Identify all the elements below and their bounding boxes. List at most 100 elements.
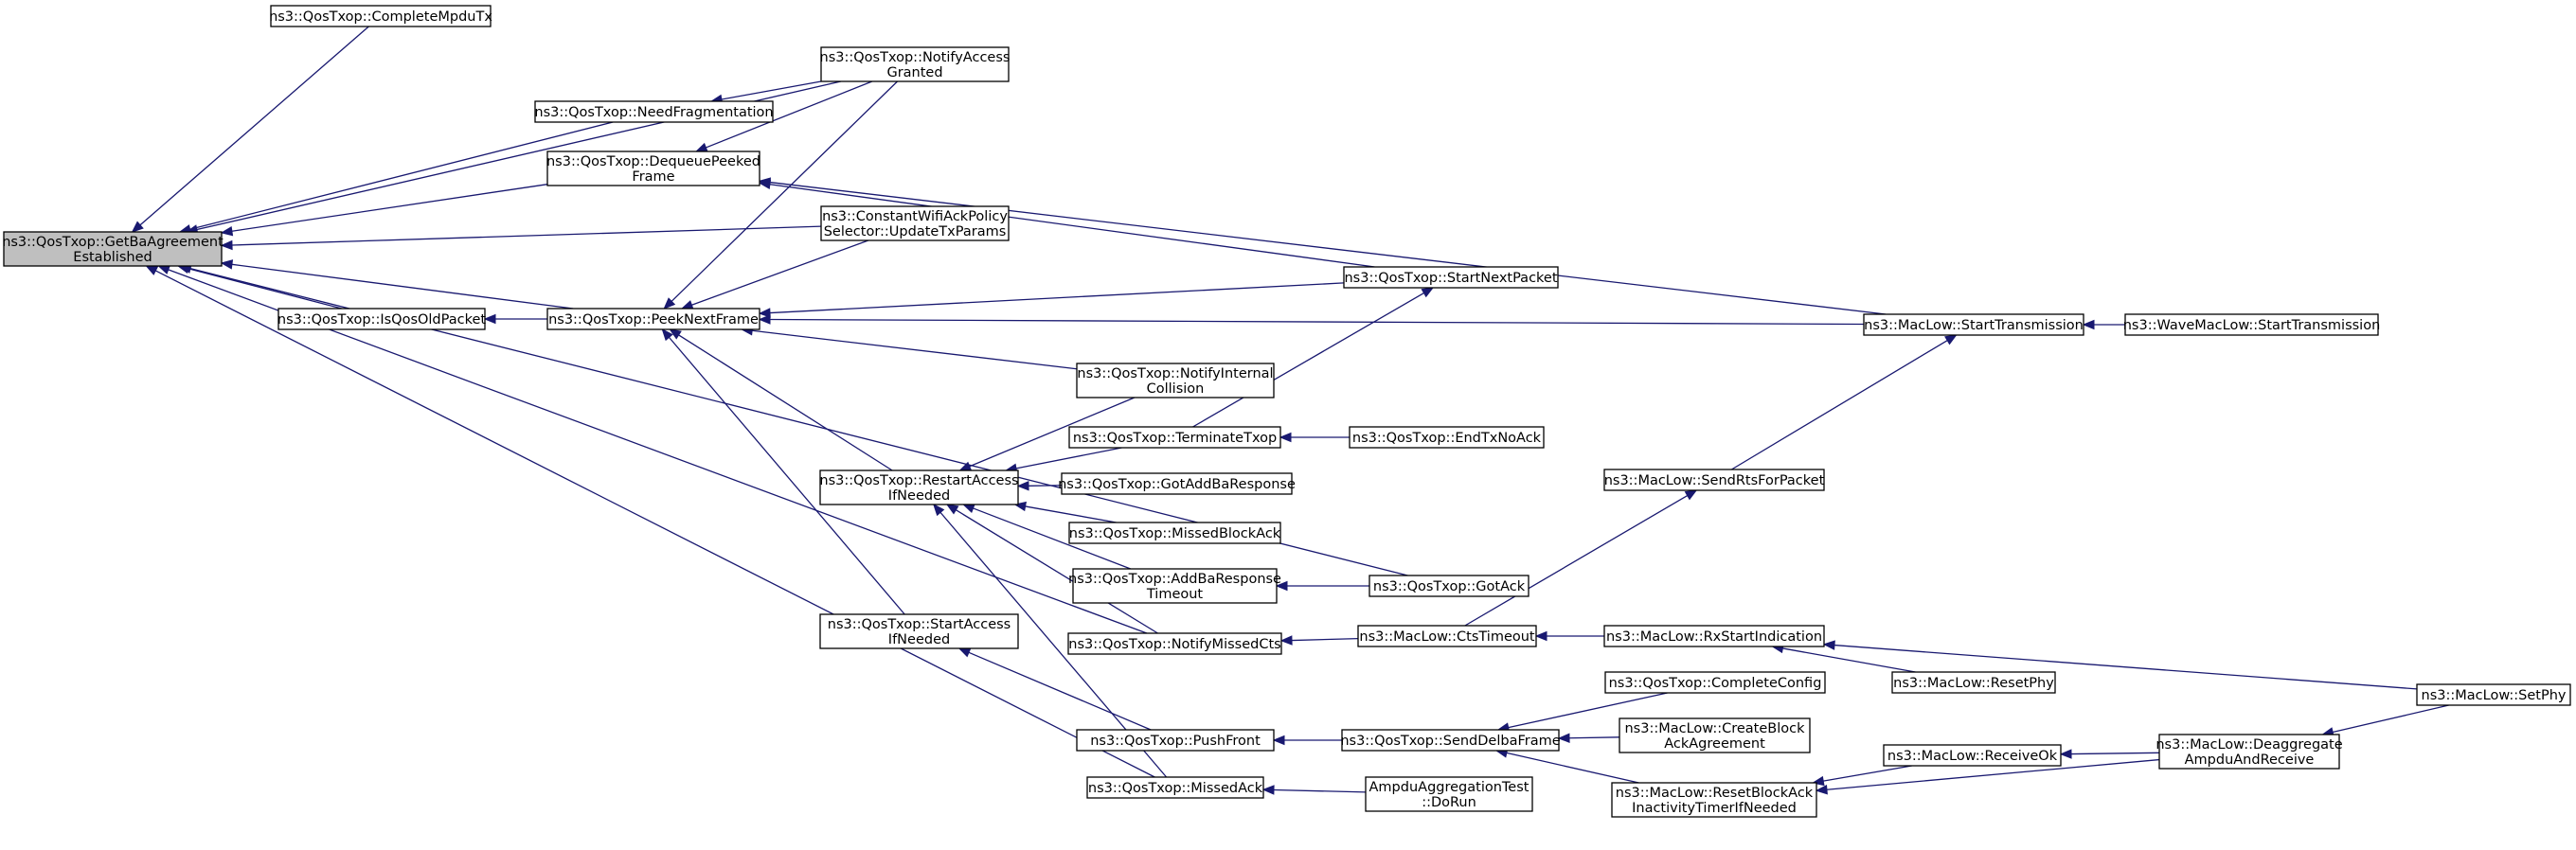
edge-pushfront-to-startaccess bbox=[957, 647, 1152, 731]
edge-line bbox=[752, 329, 1078, 370]
arrowhead-icon bbox=[2059, 749, 2072, 759]
node-peeknext[interactable]: ns3::QosTxop::PeekNextFrame bbox=[546, 308, 760, 330]
node-missedblockack[interactable]: ns3::QosTxop::MissedBlockAck bbox=[1068, 522, 1281, 544]
node-endtxnoack[interactable]: ns3::QosTxop::EndTxNoAck bbox=[1349, 426, 1545, 449]
node-gotack[interactable]: ns3::QosTxop::GotAck bbox=[1368, 575, 1530, 597]
arrowhead-icon bbox=[680, 300, 694, 310]
edge-peeknext-to-getba bbox=[220, 259, 574, 310]
node-box[interactable] bbox=[1343, 266, 1559, 289]
node-wavestarttx[interactable]: ns3::WaveMacLow::StartTransmission bbox=[2123, 313, 2381, 336]
node-box[interactable] bbox=[1076, 363, 1275, 398]
node-startnextpacket[interactable]: ns3::QosTxop::StartNextPacket bbox=[1343, 266, 1559, 289]
node-box[interactable] bbox=[3, 231, 223, 267]
node-label: ns3::QosTxop::NotifyInternal bbox=[1077, 366, 1273, 381]
node-resetblockack[interactable]: ns3::MacLow::ResetBlockAckInactivityTime… bbox=[1611, 782, 1817, 818]
node-box[interactable] bbox=[1611, 782, 1817, 818]
node-terminatetxop[interactable]: ns3::QosTxop::TerminateTxop bbox=[1068, 426, 1281, 449]
node-box[interactable] bbox=[1365, 776, 1533, 812]
edge-startnextpacket-to-peeknext bbox=[758, 282, 1345, 318]
nodes-layer: ns3::QosTxop::GetBaAgreementEstablishedn… bbox=[2, 5, 2571, 818]
edge-line bbox=[189, 121, 614, 230]
node-box[interactable] bbox=[1068, 426, 1281, 449]
node-box[interactable] bbox=[277, 308, 486, 330]
edge-ctstimeout-to-notifymissedcts bbox=[1279, 635, 1359, 646]
arrowhead-icon bbox=[1275, 580, 1288, 592]
node-box[interactable] bbox=[1068, 522, 1281, 544]
node-box[interactable] bbox=[1061, 472, 1293, 495]
node-box[interactable] bbox=[1067, 632, 1282, 655]
node-sendrts[interactable]: ns3::MacLow::SendRtsForPacket bbox=[1603, 469, 1825, 491]
node-label: ns3::QosTxop::EndTxNoAck bbox=[1352, 431, 1542, 446]
edge-notifyinternal-to-peeknext bbox=[740, 326, 1078, 370]
node-label: ns3::MacLow::CreateBlock bbox=[1624, 721, 1805, 736]
node-box[interactable] bbox=[1357, 625, 1537, 647]
node-box[interactable] bbox=[1072, 568, 1278, 604]
node-pushfront[interactable]: ns3::QosTxop::PushFront bbox=[1076, 729, 1275, 752]
node-box[interactable] bbox=[820, 46, 1010, 82]
node-box[interactable] bbox=[1086, 776, 1264, 799]
node-notifymissedcts[interactable]: ns3::QosTxop::NotifyMissedCts bbox=[1067, 632, 1282, 655]
edge-resetphy-to-rxstart bbox=[1771, 643, 1916, 673]
node-starttransmission[interactable]: ns3::MacLow::StartTransmission bbox=[1863, 313, 2084, 336]
node-completeconfig[interactable]: ns3::QosTxop::CompleteConfig bbox=[1604, 671, 1826, 694]
edge-line bbox=[721, 80, 822, 100]
node-label: ns3::QosTxop::RestartAccess bbox=[819, 473, 1018, 488]
edge-rxstart-to-ctstimeout bbox=[1534, 630, 1604, 642]
edge-missedack-to-getba bbox=[145, 265, 1155, 778]
node-missedack[interactable]: ns3::QosTxop::MissedAck bbox=[1086, 776, 1264, 799]
node-setphy[interactable]: ns3::MacLow::SetPhy bbox=[2416, 683, 2571, 706]
node-box[interactable] bbox=[1863, 313, 2084, 336]
node-box[interactable] bbox=[546, 308, 760, 330]
node-constantwifi[interactable]: ns3::ConstantWifiAckPolicySelector::Upda… bbox=[820, 205, 1010, 241]
edge-gotaddba-to-restartaccess bbox=[1016, 481, 1063, 491]
node-box[interactable] bbox=[2124, 313, 2379, 336]
node-box[interactable] bbox=[534, 100, 774, 123]
node-box[interactable] bbox=[1341, 729, 1560, 752]
node-box[interactable] bbox=[1349, 426, 1545, 449]
node-receiveok[interactable]: ns3::MacLow::ReceiveOk bbox=[1883, 744, 2062, 767]
node-box[interactable] bbox=[1619, 717, 1811, 753]
node-box[interactable] bbox=[1368, 575, 1530, 597]
node-completempdutx[interactable]: ns3::QosTxop::CompleteMpduTx bbox=[269, 5, 492, 27]
arrowhead-icon bbox=[758, 179, 772, 190]
node-box[interactable] bbox=[820, 205, 1010, 241]
node-isqosold[interactable]: ns3::QosTxop::IsQosOldPacket bbox=[277, 308, 486, 330]
node-box[interactable] bbox=[2158, 734, 2340, 770]
node-box[interactable] bbox=[1891, 671, 2056, 694]
node-label: ns3::QosTxop::SendDelbaFrame bbox=[1340, 734, 1560, 749]
edge-addbatimeout-to-restartaccess bbox=[961, 504, 1132, 570]
node-label: AckAgreement bbox=[1664, 736, 1765, 752]
node-box[interactable] bbox=[546, 151, 760, 186]
node-box[interactable] bbox=[819, 613, 1019, 649]
node-ampdutest[interactable]: AmpduAggregationTest::DoRun bbox=[1365, 776, 1533, 812]
node-box[interactable] bbox=[819, 469, 1019, 505]
node-senddelba[interactable]: ns3::QosTxop::SendDelbaFrame bbox=[1340, 729, 1561, 752]
edge-terminatetxop-to-startnextpacket bbox=[1192, 287, 1435, 428]
edge-line bbox=[1834, 644, 2418, 690]
node-label: Timeout bbox=[1146, 587, 1204, 602]
node-box[interactable] bbox=[1604, 671, 1826, 694]
edge-line bbox=[1826, 758, 2160, 790]
node-ctstimeout[interactable]: ns3::MacLow::CtsTimeout bbox=[1357, 625, 1537, 647]
edge-startnextpacket-to-dequeuepeeked bbox=[758, 179, 1375, 268]
node-box[interactable] bbox=[1603, 625, 1825, 647]
node-box[interactable] bbox=[270, 5, 492, 27]
node-box[interactable] bbox=[1883, 744, 2062, 767]
node-box[interactable] bbox=[2416, 683, 2571, 706]
node-label: ns3::QosTxop::PushFront bbox=[1090, 734, 1261, 749]
node-needfrag[interactable]: ns3::QosTxop::NeedFragmentation bbox=[534, 100, 774, 123]
node-resetphy[interactable]: ns3::MacLow::ResetPhy bbox=[1891, 671, 2056, 694]
node-rxstart[interactable]: ns3::MacLow::RxStartIndication bbox=[1603, 625, 1825, 647]
node-gotaddba[interactable]: ns3::QosTxop::GotAddBaResponse bbox=[1058, 472, 1296, 495]
node-box[interactable] bbox=[1603, 469, 1825, 491]
node-box[interactable] bbox=[1076, 729, 1275, 752]
